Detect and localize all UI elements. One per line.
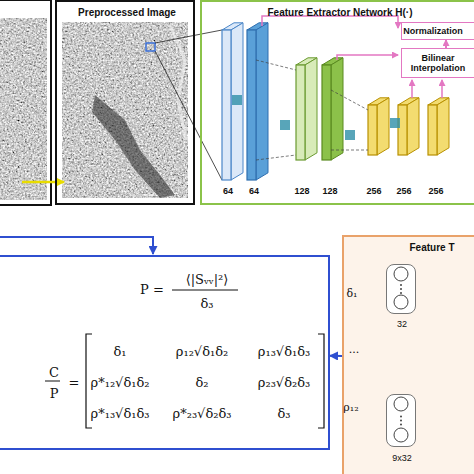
fraction-bar xyxy=(45,381,60,382)
projection-line xyxy=(256,155,296,160)
formula-box: P = ⟨|Sᵥᵥ|²⟩ δ₃ CP = δ₁ ρ₁₂√δ₁δ₂ ρ₁₃√δ₁δ₃ ρ*₁₂√δ… xyxy=(0,255,330,450)
formula-term: P = xyxy=(140,283,164,297)
node-label: Feature T xyxy=(409,242,454,253)
river-line xyxy=(170,25,186,140)
input-image xyxy=(0,18,47,200)
projection-line xyxy=(331,90,368,110)
input-symbol: δ₁ xyxy=(346,288,357,300)
block-side xyxy=(256,23,268,180)
neuron-column xyxy=(386,394,416,447)
projection-line xyxy=(331,150,368,151)
skip-arrow xyxy=(411,80,413,98)
matrix-bracket xyxy=(318,334,324,428)
connector-arrow xyxy=(330,355,342,357)
terrain-ridge xyxy=(92,95,175,198)
formula-term: δ₃ xyxy=(200,297,213,311)
layer-size: 128 xyxy=(294,187,309,197)
panel-box: Preprocessed Image xyxy=(55,0,195,205)
block-side xyxy=(437,98,449,155)
layer-size: 128 xyxy=(322,187,337,197)
formula-term: C xyxy=(49,366,59,380)
input-panel xyxy=(0,0,51,205)
kernel-square xyxy=(390,118,400,128)
layer-size: 256 xyxy=(428,187,443,197)
formula-term: ρ*₁₂√δ₁δ₂ xyxy=(91,376,150,390)
formula-term: δ₂ xyxy=(195,376,208,390)
formula-term: ⟨|Sᵥᵥ|²⟩ xyxy=(186,273,229,287)
node-label: Bilinear Interpolation xyxy=(406,54,470,74)
fraction-bar xyxy=(172,290,238,291)
block-front xyxy=(368,105,377,155)
neuron xyxy=(394,267,408,281)
block-front xyxy=(322,65,331,160)
skip-arrow xyxy=(441,80,443,98)
layer-size: 64 xyxy=(249,187,259,197)
conv-blocks xyxy=(222,23,449,180)
kernel-square xyxy=(280,120,290,130)
layer-box: 32 xyxy=(386,264,416,314)
block-side xyxy=(377,98,389,155)
network-box: Feature Extractor Network H(·) Normalizat… xyxy=(200,0,474,205)
skip-arrow xyxy=(337,55,398,60)
formula-term: = xyxy=(69,376,80,390)
layer-size: 256 xyxy=(396,187,411,197)
zoom-line xyxy=(155,30,222,43)
formula-term: ρ₂₃√δ₂δ₃ xyxy=(258,376,310,390)
node-label: Preprocessed Image xyxy=(78,7,176,18)
ellipsis-dot xyxy=(400,288,402,290)
ellipsis-dot xyxy=(400,284,402,286)
formula-term: δ₁ xyxy=(113,345,126,359)
node-label: Feature Extractor Network H(·) xyxy=(267,7,412,18)
neuron xyxy=(394,428,408,442)
formula-term: P xyxy=(50,387,59,401)
layer-size: 64 xyxy=(223,187,233,197)
input-line xyxy=(0,237,153,254)
process-box: Bilinear Interpolation xyxy=(401,48,474,78)
block-front xyxy=(222,30,231,180)
kernel-square xyxy=(232,95,242,105)
formula-term: ρ*₁₃√δ₁δ₃ xyxy=(91,407,150,421)
block-front xyxy=(398,105,407,155)
layer-size: 256 xyxy=(366,187,381,197)
block-side xyxy=(331,58,343,160)
ellipsis-dot xyxy=(400,420,402,422)
ellipsis-dot xyxy=(400,416,402,418)
block-side xyxy=(407,98,419,155)
module-box: Feature T 32 9x32 xyxy=(342,235,474,474)
neuron-column xyxy=(386,264,416,314)
kernel-square xyxy=(345,130,355,140)
layer-box: 9x32 xyxy=(386,394,416,447)
connector-arrow xyxy=(445,40,447,48)
process-box: Normalization xyxy=(401,22,474,40)
neuron xyxy=(394,397,408,411)
block-front xyxy=(296,65,305,160)
block-side xyxy=(231,23,243,180)
yellow-arrow xyxy=(22,181,64,184)
node-label: 32 xyxy=(397,320,407,330)
formula-term: ρ*₂₃√δ₂δ₃ xyxy=(173,407,232,421)
formula-term: ρ₁₃√δ₁δ₃ xyxy=(258,345,310,359)
sar-image xyxy=(62,22,188,198)
zoom-line xyxy=(155,51,222,180)
node-label: Normalization xyxy=(403,27,463,37)
input-symbol: ρ₁₂ xyxy=(343,402,358,414)
block-side xyxy=(305,58,317,160)
node-label: 9x32 xyxy=(392,454,412,464)
neuron xyxy=(394,295,408,309)
ellipsis: ... xyxy=(349,344,360,356)
ellipsis-dot xyxy=(400,292,402,294)
block-front xyxy=(247,30,256,180)
patch-marker xyxy=(146,43,155,51)
block-front xyxy=(428,105,437,155)
skip-arrow xyxy=(262,16,398,28)
formula-term: ρ₁₂√δ₁δ₂ xyxy=(176,345,228,359)
projection-line xyxy=(256,60,296,70)
formula-term: δ₃ xyxy=(277,407,290,421)
ellipsis-dot xyxy=(400,424,402,426)
